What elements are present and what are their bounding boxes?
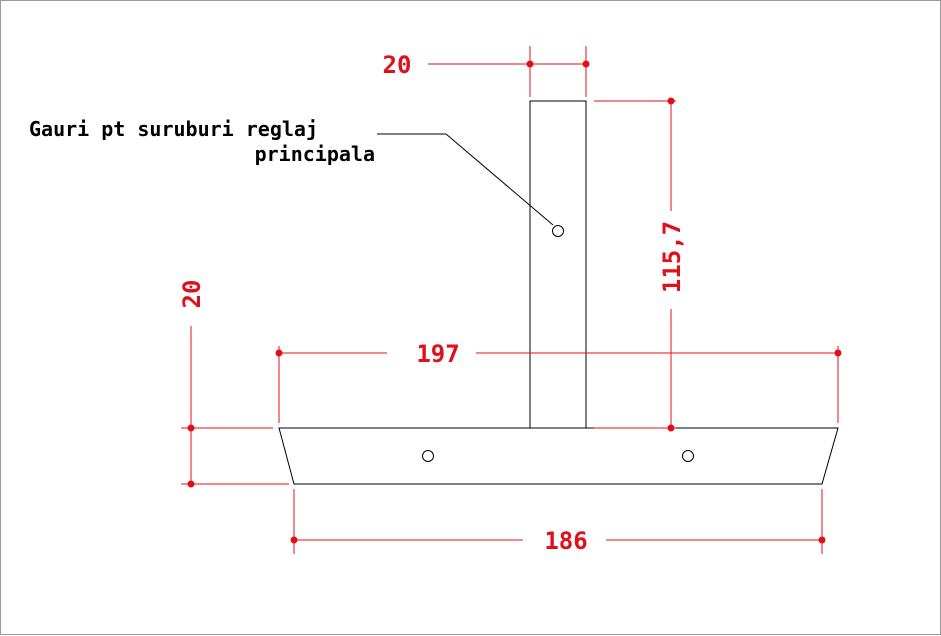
dimension-text-base-bottom: 186: [544, 527, 587, 555]
dimension-text-base-top: 197: [416, 340, 459, 368]
dimension-base-top-length: 197: [275, 340, 842, 423]
dimension-marker: [290, 536, 298, 544]
dimension-marker: [275, 349, 283, 357]
dimension-base-bottom-length: 186: [290, 489, 826, 555]
base-plate: [278, 427, 839, 485]
note-leader-line: [377, 133, 554, 226]
dimension-text-post-height: 115,7: [658, 221, 686, 293]
dimension-marker: [526, 60, 534, 68]
vertical-post: [529, 100, 587, 429]
dimension-marker: [818, 536, 826, 544]
dimension-marker: [187, 480, 195, 488]
post-hole: [552, 225, 564, 237]
dimension-post-width: 20: [383, 46, 590, 97]
dimension-marker: [834, 349, 842, 357]
note-line-1: Gauri pt suruburi reglaj: [29, 117, 318, 141]
dimension-marker: [667, 97, 675, 105]
note-line-2: principala: [254, 142, 375, 166]
dimension-marker: [187, 424, 195, 432]
dimension-base-thickness: 20: [178, 280, 289, 488]
dimension-marker: [582, 60, 590, 68]
dimension-marker: [667, 424, 675, 432]
dimension-text-base-thickness: 20: [178, 280, 206, 309]
dimension-text-post-width: 20: [383, 51, 412, 79]
base-hole-left: [422, 450, 434, 462]
base-hole-right: [682, 450, 694, 462]
dimension-post-height: 115,7: [594, 97, 686, 432]
